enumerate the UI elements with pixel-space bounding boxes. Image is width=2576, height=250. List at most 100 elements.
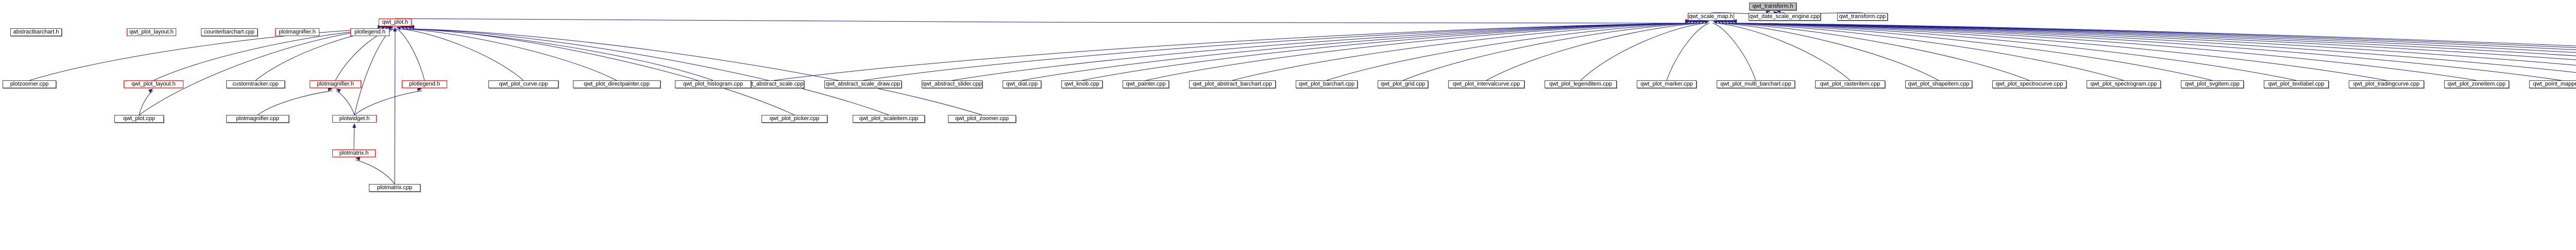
graph-node-qwt-plot-marker-cpp[interactable]: qwt_plot_marker.cpp [1637, 80, 1697, 88]
graph-node-qwt-transform-h[interactable]: qwt_transform.h [1749, 3, 1797, 10]
graph-node-plotmagnifier-h[interactable]: plotmagnifier.h [310, 80, 361, 88]
graph-edge [1326, 23, 1698, 81]
graph-node-qwt-plot-cpp[interactable]: qwt_plot.cpp [114, 115, 164, 123]
graph-node-label: qwt_plot_picker.cpp [769, 115, 820, 122]
graph-node-plotlegend-h[interactable]: plotlegend.h [350, 28, 389, 36]
graph-edge [255, 28, 391, 81]
graph-node-label: qwt_plot_tradingcurve.cpp [2353, 81, 2420, 87]
graph-edge [952, 23, 1690, 81]
graph-node-qwt-knob-cpp[interactable]: qwt_knob.cpp [1061, 80, 1103, 88]
graph-node-qwt-plot-picker-cpp[interactable]: qwt_plot_picker.cpp [761, 115, 827, 123]
graph-node-plotmagnifier-h[interactable]: plotmagnifier.h [275, 28, 319, 36]
graph-node-customtracker-cpp[interactable]: customtracker.cpp [226, 80, 285, 88]
graph-edge [395, 18, 1690, 24]
graph-edge [406, 28, 714, 81]
graph-node-qwt-transform-cpp[interactable]: qwt_transform.cpp [1837, 13, 1888, 21]
graph-node-label: plotmagnifier.h [317, 81, 354, 87]
graph-edge [1731, 23, 2297, 81]
graph-edge [1081, 23, 1690, 81]
graph-node-abstractbarchart-h[interactable]: abstractbarchart.h [10, 28, 62, 36]
graph-node-qwt-plot-intervalcurve-cpp[interactable]: qwt_plot_intervalcurve.cpp [1448, 80, 1524, 88]
graph-node-label: plotlegend.h [354, 29, 385, 35]
graph-node-qwt-plot-svgitem-cpp[interactable]: qwt_plot_svgitem.cpp [2181, 80, 2244, 88]
graph-edge-arrowhead [352, 123, 357, 128]
graph-edge [1486, 23, 1703, 81]
graph-node-label: qwt_plot_barchart.cpp [1298, 81, 1355, 87]
graph-node-plotwidget-h[interactable]: plotwidget.h [332, 115, 377, 123]
graph-edge [773, 23, 1690, 81]
graph-node-label: qwt_plot_shapeitem.cpp [1908, 81, 1970, 87]
graph-node-label: qwt_plot_scaleitem.cpp [859, 115, 919, 122]
graph-node-plotmatrix-cpp[interactable]: plotmatrix.cpp [369, 184, 420, 192]
graph-edge [355, 159, 395, 185]
graph-node-label: qwt_point_mapper.cpp [2533, 81, 2576, 87]
graph-node-qwt-plot-directpainter-cpp[interactable]: qwt_plot_directpainter.cpp [573, 80, 660, 88]
graph-edge-arrowhead [388, 26, 394, 30]
graph-node-qwt-plot-legenditem-cpp[interactable]: qwt_plot_legenditem.cpp [1545, 80, 1617, 88]
graph-edge [1022, 23, 1690, 81]
graph-node-counterbarchart-cpp[interactable]: counterbarchart.cpp [201, 28, 258, 36]
graph-node-qwt-plot-shapeitem-cpp[interactable]: qwt_plot_shapeitem.cpp [1905, 80, 1972, 88]
graph-node-qwt-plot-textlabel-cpp[interactable]: qwt_plot_textlabel.cpp [2264, 80, 2329, 88]
graph-node-qwt-plot-rasteritem-cpp[interactable]: qwt_plot_rasteritem.cpp [1815, 80, 1885, 88]
graph-node-qwt-date-scale-engine-cpp[interactable]: qwt_date_scale_engine.cpp [1749, 13, 1821, 21]
graph-edge [1580, 23, 1707, 81]
graph-edge [1732, 23, 2576, 60]
graph-node-qwt-plot-layout-h[interactable]: qwt_plot_layout.h [127, 28, 176, 36]
graph-node-label: qwt_plot_layout.h [129, 29, 174, 35]
graph-node-qwt-plot-barchart-cpp[interactable]: qwt_plot_barchart.cpp [1296, 80, 1358, 88]
graph-node-qwt-plot-spectrogram-cpp[interactable]: qwt_plot_spectrogram.cpp [2087, 80, 2161, 88]
graph-node-qwt-plot-multi-barchart-cpp[interactable]: qwt_plot_multi_barchart.cpp [1717, 80, 1795, 88]
graph-edge [409, 28, 795, 115]
graph-node-label: qwt_plot_multi_barchart.cpp [1720, 81, 1791, 87]
graph-node-qwt-plot-h[interactable]: qwt_plot.h [379, 19, 412, 26]
graph-edge [1145, 23, 1691, 81]
graph-node-plotmatrix-h[interactable]: plotmatrix.h [332, 149, 376, 157]
graph-node-qwt-plot-abstract-barchart-cpp[interactable]: qwt_plot_abstract_barchart.cpp [1189, 80, 1276, 88]
graph-node-qwt-plot-zoneitem-cpp[interactable]: qwt_plot_zoneitem.cpp [2444, 80, 2509, 88]
graph-node-label: qwt_plot_histogram.cpp [683, 81, 743, 87]
graph-edge-arrowhead [1776, 9, 1781, 13]
graph-node-qwt-dial-cpp[interactable]: qwt_dial.cpp [1003, 80, 1041, 88]
graph-node-label: plotzoomer.cpp [10, 81, 49, 87]
graph-node-label: qwt_plot_legenditem.cpp [1549, 81, 1612, 87]
graph-node-plotmagnifier-cpp[interactable]: plotmagnifier.cpp [226, 115, 289, 123]
graph-node-qwt-plot-tradingcurve-cpp[interactable]: qwt_plot_tradingcurve.cpp [2349, 80, 2424, 88]
graph-node-qwt-abstract-scale-cpp[interactable]: qwt_abstract_scale.cpp [743, 80, 804, 88]
graph-node-qwt-painter-cpp[interactable]: qwt_painter.cpp [1123, 80, 1169, 88]
graph-node-qwt-plot-scaleitem-cpp[interactable]: qwt_plot_scaleitem.cpp [853, 115, 925, 123]
graph-edge [139, 90, 154, 115]
graph-edge [354, 28, 394, 115]
graph-node-label: qwt_plot_layout.h [131, 81, 176, 87]
graph-edge [1716, 23, 1851, 81]
graph-edge [396, 28, 425, 81]
graph-node-qwt-plot-curve-cpp[interactable]: qwt_plot_curve.cpp [488, 80, 558, 88]
graph-node-plotlegend-h[interactable]: plotlegend.h [402, 80, 447, 88]
graph-node-qwt-abstract-scale-draw-cpp[interactable]: qwt_abstract_scale_draw.cpp [824, 80, 902, 88]
graph-node-qwt-plot-zoomer-cpp[interactable]: qwt_plot_zoomer.cpp [948, 115, 1016, 123]
graph-node-plotzoomer-cpp[interactable]: plotzoomer.cpp [3, 80, 56, 88]
graph-node-label: plotwidget.h [339, 115, 370, 122]
graph-node-qwt-plot-grid-cpp[interactable]: qwt_plot_grid.cpp [1378, 80, 1428, 88]
graph-node-qwt-point-mapper-cpp[interactable]: qwt_point_mapper.cpp [2529, 80, 2576, 88]
graph-edge [403, 28, 617, 81]
graph-edge [1732, 23, 2576, 66]
graph-node-label: qwt_plot_marker.cpp [1640, 81, 1693, 87]
graph-node-label: counterbarchart.cpp [204, 29, 255, 35]
graph-node-label: qwt_abstract_scale.cpp [744, 81, 804, 87]
graph-node-label: qwt_dial.cpp [1006, 81, 1038, 87]
graph-node-label: qwt_plot_rasteritem.cpp [1820, 81, 1880, 87]
graph-edge-arrowhead [336, 89, 341, 93]
graph-edge [399, 28, 524, 81]
graph-edge [1732, 23, 2387, 81]
graph-node-qwt-plot-layout-h[interactable]: qwt_plot_layout.h [124, 80, 183, 88]
graph-edge-arrowhead [1704, 20, 1709, 24]
graph-node-label: customtracker.cpp [232, 81, 279, 87]
graph-edge-arrowhead [328, 87, 333, 91]
graph-node-qwt-plot-spectrocurve-cpp[interactable]: qwt_plot_spectrocurve.cpp [1992, 80, 2066, 88]
graph-node-qwt-scale-map-h[interactable]: qwt_scale_map.h [1688, 13, 1734, 21]
graph-node-label: qwt_plot_directpainter.cpp [584, 81, 650, 87]
graph-node-qwt-abstract-slider-cpp[interactable]: qwt_abstract_slider.cpp [922, 80, 982, 88]
graph-node-qwt-plot-histogram-cpp[interactable]: qwt_plot_histogram.cpp [675, 80, 751, 88]
graph-node-label: qwt_plot_grid.cpp [1380, 81, 1426, 87]
